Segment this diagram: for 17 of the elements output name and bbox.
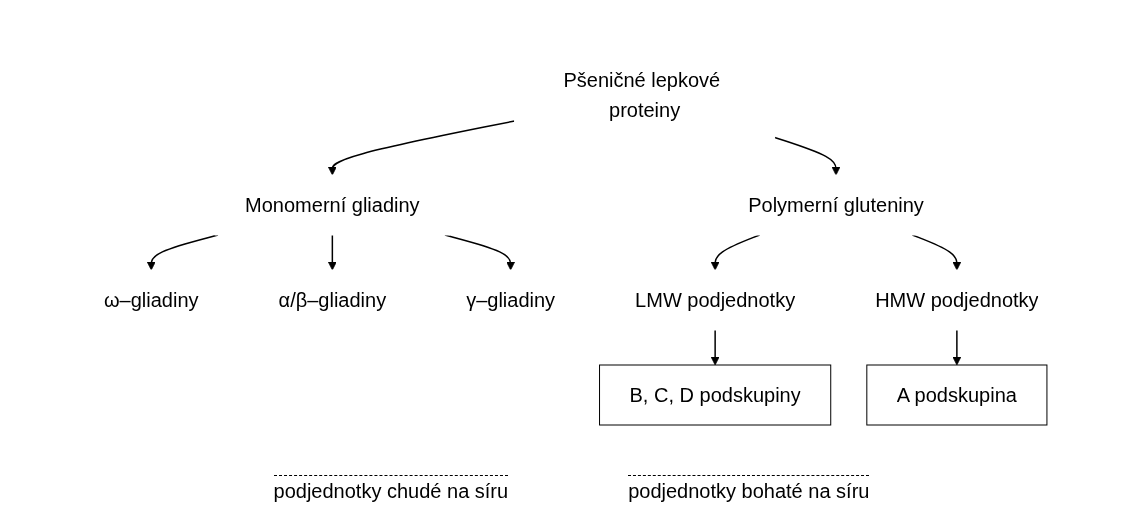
group-note: podjednotky chudé na síru [273, 475, 509, 503]
node-text: LMW podjednotky [635, 289, 796, 311]
arrow [952, 329, 962, 366]
node-text: Pšeničné lepkové proteiny [563, 69, 721, 121]
node-box: A podskupina [866, 364, 1048, 426]
node-text: HMW podjednotky [875, 289, 1039, 311]
node-text: ω–gliadiny [104, 289, 199, 311]
group-note: podjednotky bohaté na síru [628, 475, 870, 503]
node-text: Monomerní gliadiny [245, 194, 420, 216]
node-text: Polymerní gluteniny [748, 194, 925, 216]
arrow [328, 120, 516, 176]
arrow [710, 329, 720, 366]
arrow [774, 136, 841, 176]
node-text: α/β–gliadiny [278, 289, 387, 311]
arrow [328, 234, 337, 271]
node-text: γ–gliadiny [466, 289, 556, 311]
node-box: B, C, D podskupiny [599, 364, 832, 426]
